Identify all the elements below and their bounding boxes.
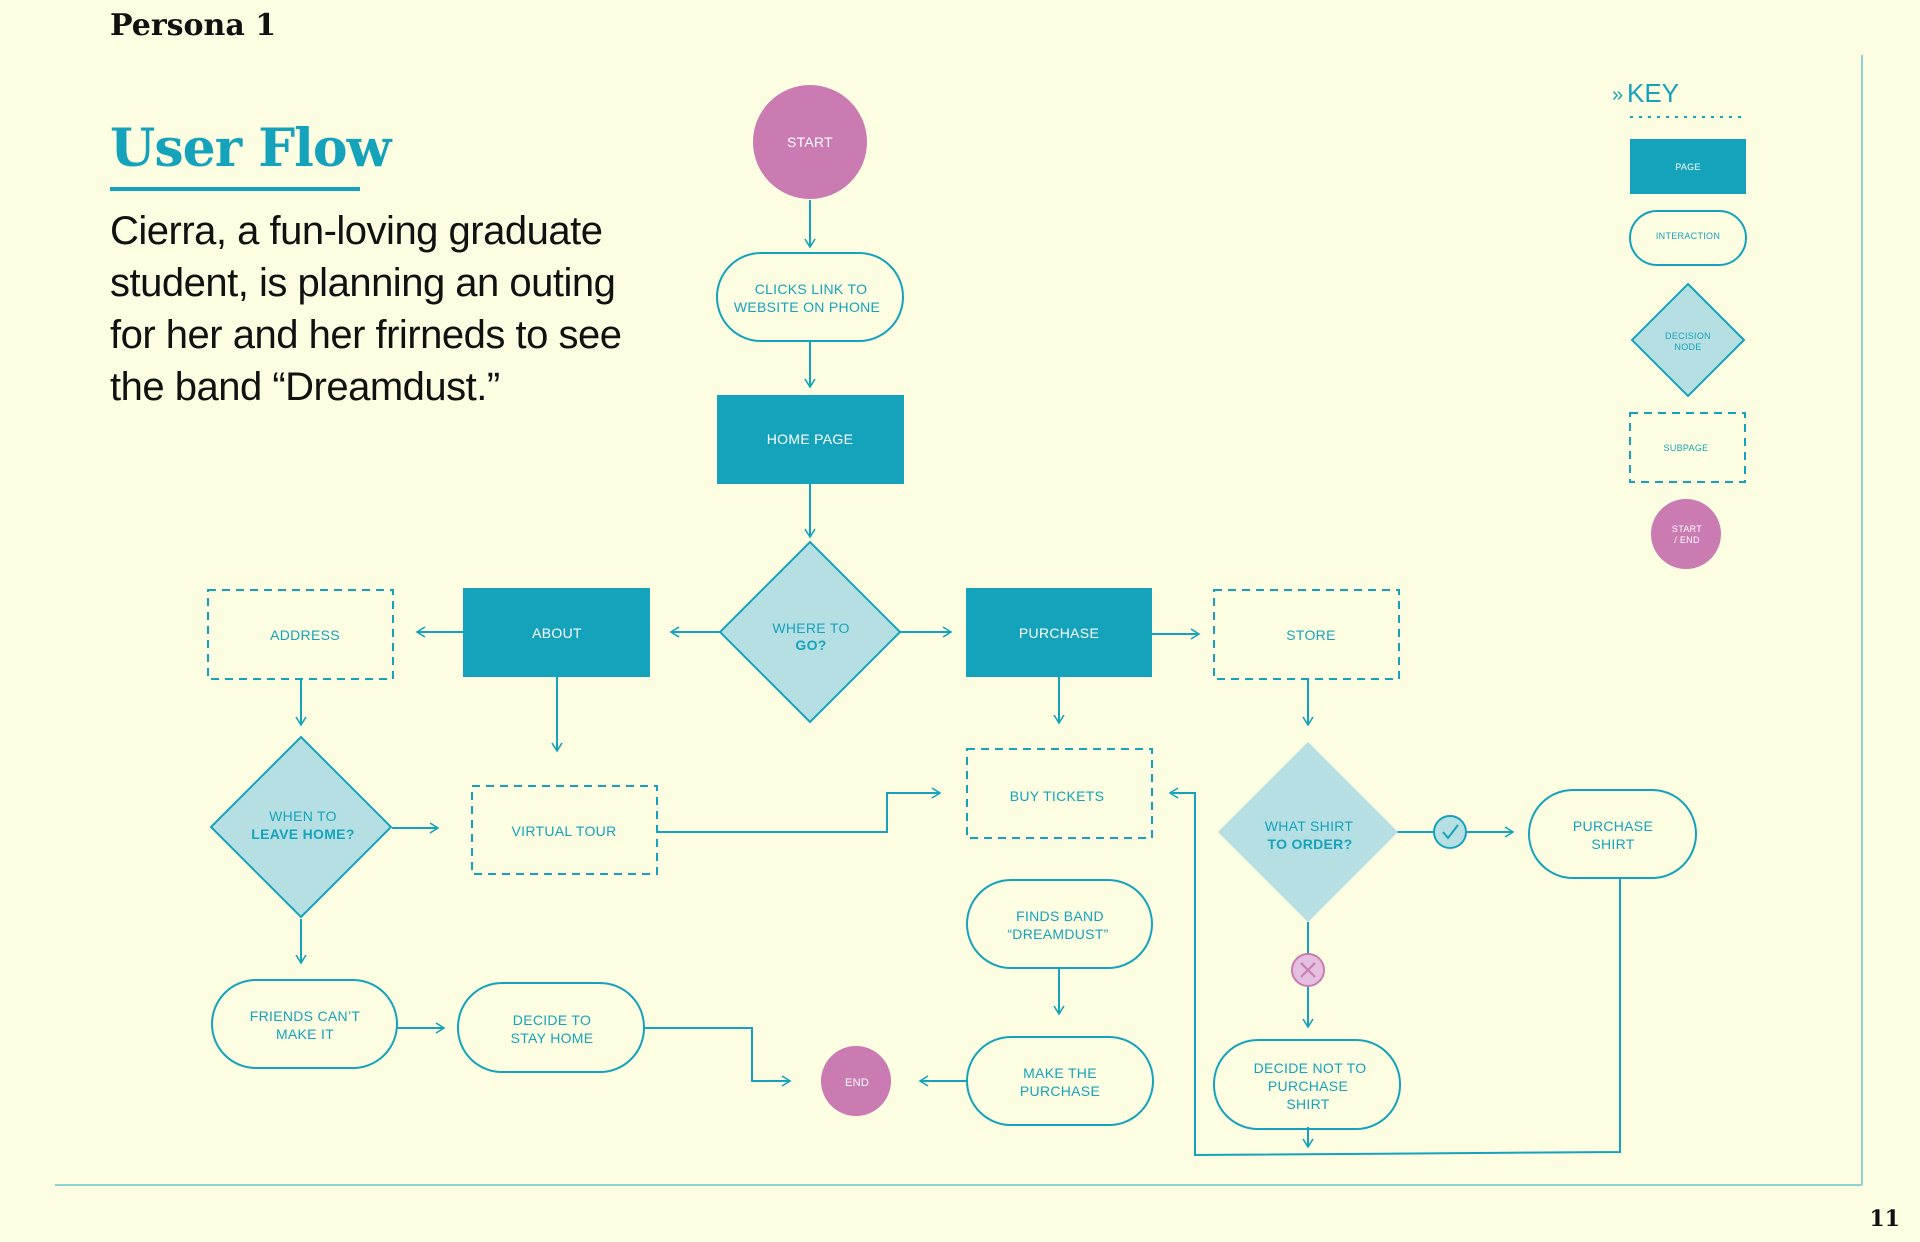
node-buy-tickets: BUY TICKETS [966, 748, 1153, 839]
node-make-purchase-line2: PURCHASE [1020, 1083, 1100, 1099]
node-address-label: ADDRESS [270, 627, 340, 643]
node-buy-tickets-label: BUY TICKETS [1010, 788, 1105, 804]
title-underline [110, 187, 360, 191]
key-start-end: START / END [1651, 499, 1721, 569]
node-when-to-leave-line1: WHEN TO [269, 808, 337, 824]
node-friends-cant-line2: MAKE IT [276, 1026, 334, 1042]
node-where-to-go-line1: WHERE TO [772, 620, 849, 636]
persona-label: Persona 1 [110, 8, 277, 43]
key-start-end-line2: / END [1674, 535, 1700, 545]
check-circle-icon [1433, 815, 1467, 849]
key-page: PAGE [1630, 139, 1746, 194]
key-interaction-label: INTERACTION [1656, 231, 1720, 241]
node-decide-not: DECIDE NOT TO PURCHASE SHIRT [1213, 1039, 1401, 1130]
edge-stay-end [643, 1027, 792, 1087]
node-virtual-tour-label: VIRTUAL TOUR [512, 823, 617, 839]
key-interaction: INTERACTION [1629, 210, 1747, 266]
node-decide-not-line3: SHIRT [1286, 1096, 1329, 1112]
node-store: STORE [1213, 589, 1400, 680]
node-make-purchase-line1: MAKE THE [1023, 1065, 1097, 1081]
node-friends-cant: FRIENDS CAN’T MAKE IT [211, 979, 398, 1069]
node-purchase: PURCHASE [966, 588, 1152, 677]
node-clicks-link-line1: CLICKS LINK TO [755, 281, 868, 297]
edge-purchaseshirt-tickets [1168, 787, 1621, 1157]
key-subpage: SUBPAGE [1629, 412, 1746, 483]
node-finds-band-line2: “DREAMDUST” [1007, 926, 1108, 942]
node-end: END [821, 1046, 891, 1116]
node-decide-stay: DECIDE TO STAY HOME [457, 982, 645, 1073]
node-clicks-link-line2: WEBSITE ON PHONE [734, 299, 880, 315]
key-start-end-line1: START [1672, 524, 1702, 534]
node-virtual-tour: VIRTUAL TOUR [471, 785, 658, 875]
node-decide-stay-line2: STAY HOME [511, 1030, 594, 1046]
node-start-label: START [787, 134, 833, 150]
node-store-label: STORE [1286, 627, 1335, 643]
node-finds-band: FINDS BAND “DREAMDUST” [966, 879, 1153, 969]
node-finds-band-line1: FINDS BAND [1016, 908, 1104, 924]
node-decide-stay-line1: DECIDE TO [513, 1012, 591, 1028]
edge-tour-tickets [658, 787, 942, 833]
node-where-to-go: WHERE TO GO? [718, 540, 902, 724]
node-purchase-shirt: PURCHASE SHIRT [1528, 789, 1697, 879]
node-purchase-shirt-line1: PURCHASE [1573, 818, 1653, 834]
key-page-label: PAGE [1675, 162, 1701, 172]
key-decision-node: DECISION NODE [1630, 282, 1746, 398]
node-home-page: HOME PAGE [717, 395, 904, 484]
node-purchase-label: PURCHASE [1019, 625, 1099, 641]
flow-edges [295, 200, 1621, 1157]
node-decide-not-line2: PURCHASE [1268, 1078, 1348, 1094]
node-what-shirt-line2: TO ORDER? [1268, 836, 1353, 852]
legend-key: » KEY PAGE INTERACTION DECISION NODE SUB… [1612, 78, 1747, 569]
node-when-to-leave-line2: LEAVE HOME? [251, 826, 354, 842]
node-about-label: ABOUT [532, 625, 582, 641]
node-clicks-link: CLICKS LINK TO WEBSITE ON PHONE [716, 252, 904, 342]
node-when-to-leave: WHEN TO LEAVE HOME? [209, 735, 393, 919]
x-circle-icon [1291, 953, 1325, 987]
node-end-label: END [845, 1077, 869, 1089]
node-address: ADDRESS [207, 589, 394, 680]
persona-description: Cierra, a fun-loving graduate student, i… [110, 209, 622, 409]
node-purchase-shirt-line2: SHIRT [1591, 836, 1634, 852]
page-title: User Flow [110, 118, 391, 179]
key-subpage-label: SUBPAGE [1664, 443, 1709, 453]
key-chevron-icon: » [1612, 84, 1623, 106]
node-about: ABOUT [463, 588, 650, 677]
node-what-shirt: WHAT SHIRT TO ORDER? [1218, 742, 1398, 922]
page-number: 11 [1869, 1206, 1900, 1232]
node-where-to-go-line2: GO? [795, 637, 826, 653]
key-title: KEY [1627, 78, 1679, 108]
key-decision-line1: DECISION [1665, 331, 1711, 341]
key-decision-line2: NODE [1674, 342, 1701, 352]
node-friends-cant-line1: FRIENDS CAN’T [250, 1008, 361, 1024]
node-make-purchase: MAKE THE PURCHASE [966, 1036, 1154, 1126]
node-decide-not-line1: DECIDE NOT TO [1254, 1060, 1367, 1076]
node-home-page-label: HOME PAGE [767, 431, 853, 447]
node-start: START [753, 85, 867, 199]
node-what-shirt-line1: WHAT SHIRT [1265, 818, 1354, 834]
